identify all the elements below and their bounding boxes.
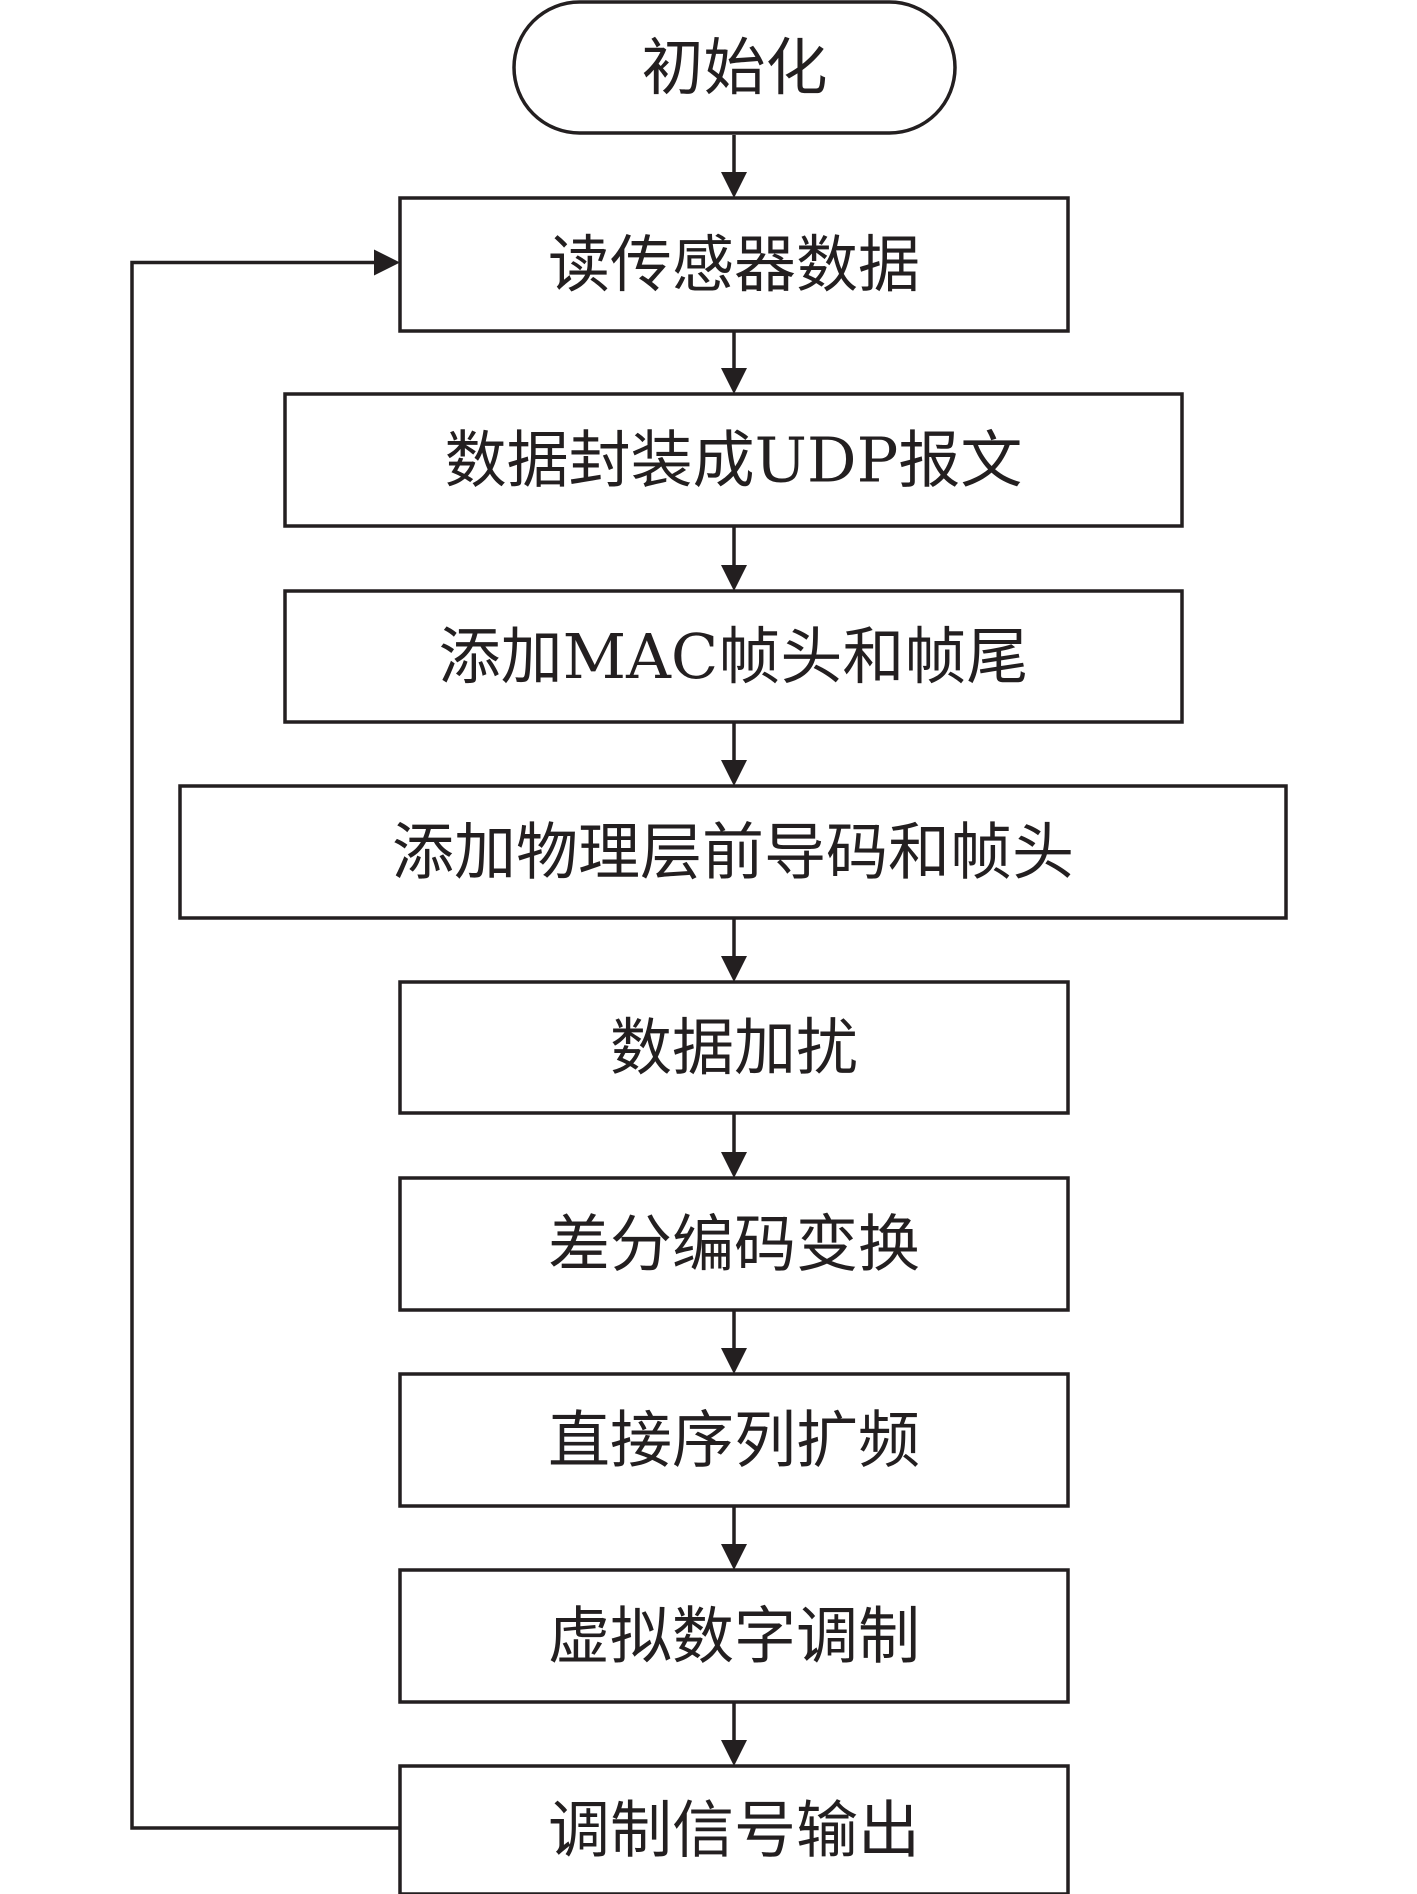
arrowhead bbox=[721, 1544, 747, 1570]
arrowhead bbox=[721, 1152, 747, 1178]
edge-phy-to-scramble bbox=[721, 918, 747, 982]
node-phy-box bbox=[178, 784, 1288, 920]
node-layer: 初始化读传感器数据数据封装成UDP报文添加MAC帧头和帧尾添加物理层前导码和帧头… bbox=[178, 0, 1288, 1894]
edge-udp-to-mac bbox=[721, 526, 747, 591]
edge-modulate-to-output bbox=[721, 1702, 747, 1766]
node-init-label: 初始化 bbox=[641, 31, 827, 104]
node-scramble: 数据加扰 bbox=[398, 980, 1070, 1115]
node-diff: 差分编码变换 bbox=[398, 1176, 1070, 1312]
node-mac: 添加MAC帧头和帧尾 bbox=[283, 589, 1184, 724]
edge-spread-to-modulate bbox=[721, 1506, 747, 1570]
edge-line bbox=[130, 260, 400, 1830]
node-init: 初始化 bbox=[512, 0, 957, 135]
arrowhead bbox=[721, 956, 747, 982]
node-diff-box bbox=[398, 1176, 1070, 1312]
node-read-label: 读传感器数据 bbox=[548, 228, 920, 301]
node-phy-label: 添加物理层前导码和帧头 bbox=[392, 816, 1074, 889]
edge-layer bbox=[130, 135, 747, 1830]
edge-read-to-udp bbox=[721, 331, 747, 394]
node-mac-label: 添加MAC帧头和帧尾 bbox=[439, 620, 1029, 693]
node-mac-box bbox=[283, 589, 1184, 724]
node-read-box bbox=[398, 196, 1070, 333]
edge-init-to-read bbox=[721, 135, 747, 198]
node-phy: 添加物理层前导码和帧头 bbox=[178, 784, 1288, 920]
node-modulate-box bbox=[398, 1568, 1070, 1704]
node-diff-label: 差分编码变换 bbox=[548, 1208, 920, 1281]
edge-scramble-to-diff bbox=[721, 1113, 747, 1178]
edge-diff-to-spread bbox=[721, 1310, 747, 1374]
arrowhead bbox=[721, 172, 747, 198]
node-output-box bbox=[398, 1764, 1070, 1894]
arrowhead bbox=[721, 368, 747, 394]
arrowhead bbox=[721, 760, 747, 786]
node-modulate: 虚拟数字调制 bbox=[398, 1568, 1070, 1704]
node-udp: 数据封装成UDP报文 bbox=[283, 392, 1184, 528]
edge-output-to-read bbox=[130, 249, 400, 1830]
node-udp-box bbox=[283, 392, 1184, 528]
node-init-terminal-shape bbox=[512, 0, 957, 135]
node-scramble-label: 数据加扰 bbox=[610, 1011, 858, 1084]
node-udp-label: 数据封装成UDP报文 bbox=[445, 424, 1023, 497]
arrowhead bbox=[374, 249, 400, 276]
node-spread-label: 直接序列扩频 bbox=[548, 1404, 920, 1477]
node-output-label: 调制信号输出 bbox=[548, 1794, 920, 1867]
node-scramble-box bbox=[398, 980, 1070, 1115]
edge-mac-to-phy bbox=[721, 722, 747, 786]
arrowhead bbox=[721, 1740, 747, 1766]
node-spread-box bbox=[398, 1372, 1070, 1508]
node-read: 读传感器数据 bbox=[398, 196, 1070, 333]
node-output: 调制信号输出 bbox=[398, 1764, 1070, 1894]
node-spread: 直接序列扩频 bbox=[398, 1372, 1070, 1508]
arrowhead bbox=[721, 1348, 747, 1374]
arrowhead bbox=[721, 565, 747, 591]
node-modulate-label: 虚拟数字调制 bbox=[548, 1600, 920, 1673]
